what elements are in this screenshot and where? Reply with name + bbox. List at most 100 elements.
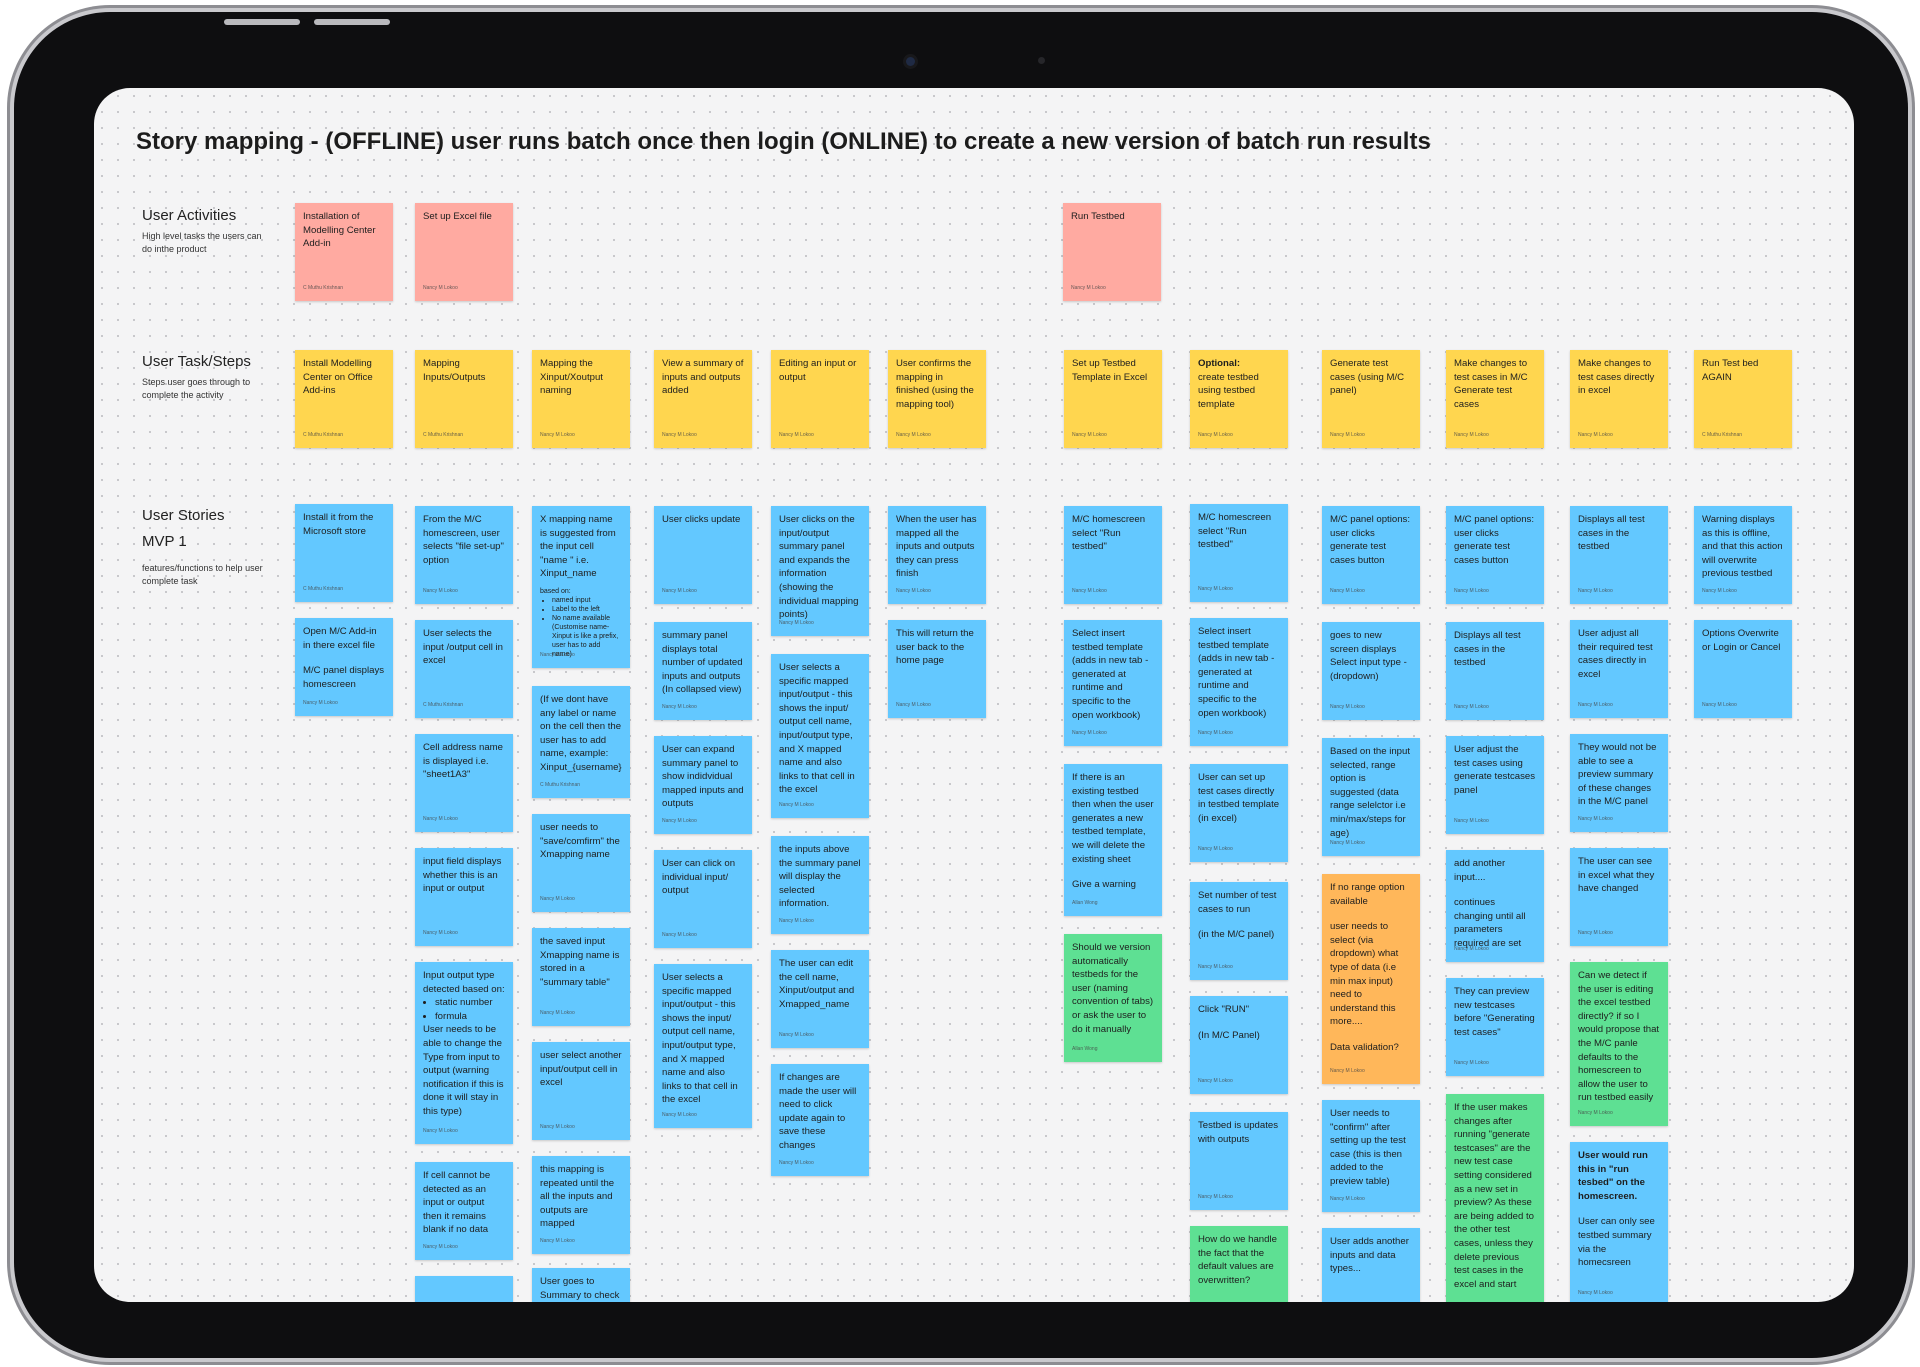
sticky-note-story[interactable]: When the user has mapped all the inputs … [888, 506, 986, 604]
sticky-note-task[interactable]: Optional: create testbed using testbed t… [1190, 350, 1288, 448]
sticky-note-story[interactable]: (If we dont have any label or name on th… [532, 686, 630, 798]
sticky-note-story[interactable]: User adjust the test cases using generat… [1446, 736, 1544, 834]
sticky-note-story[interactable]: the saved input Xmapping name is stored … [532, 928, 630, 1026]
note-text: add another input.... [1454, 858, 1506, 883]
sticky-note-story[interactable]: User would run this in "run tesbed" on t… [1570, 1142, 1668, 1302]
sticky-note-question[interactable]: Should we version automatically testbeds… [1064, 934, 1162, 1062]
sticky-note-story[interactable]: Warning displays as this is offline, and… [1694, 506, 1792, 604]
whiteboard-canvas[interactable]: Story mapping - (OFFLINE) user runs batc… [94, 88, 1854, 1302]
sticky-note-story[interactable]: User adds another inputs and data types.… [1322, 1228, 1420, 1302]
note-text: From the M/C homescreen, user selects "f… [423, 514, 504, 566]
sticky-note-task[interactable]: Mapping the Xinput/Xoutput naming Nancy … [532, 350, 630, 448]
sticky-note-story[interactable]: user select another input/output cell in… [532, 1042, 630, 1140]
note-text: X mapping name is suggested from the inp… [540, 514, 616, 580]
note-author: Nancy M Lokoo [1454, 1060, 1489, 1067]
sticky-note-story[interactable] [415, 1276, 513, 1302]
sticky-note-story[interactable]: Install it from the Microsoft store C Mu… [295, 504, 393, 602]
bullet-item: Label to the left [552, 605, 622, 614]
sticky-note-task[interactable]: Generate test cases (using M/C panel) Na… [1322, 350, 1420, 448]
sticky-note-story[interactable]: Input output type detected based on: sta… [415, 962, 513, 1144]
sticky-note-story[interactable]: User can set up test cases directly in t… [1190, 764, 1288, 862]
sticky-note-task[interactable]: Set up Testbed Template in Excel Nancy M… [1064, 350, 1162, 448]
sticky-note-story[interactable]: From the M/C homescreen, user selects "f… [415, 506, 513, 604]
sticky-note-story[interactable]: user needs to "save/comfirm" the Xmappin… [532, 814, 630, 912]
sticky-note-story[interactable]: input field displays whether this is an … [415, 848, 513, 946]
sticky-note-story[interactable]: This will return the user back to the ho… [888, 620, 986, 718]
note-text: Install it from the Microsoft store [303, 512, 374, 537]
sticky-note-story[interactable]: User clicks update Nancy M Lokoo [654, 506, 752, 604]
sticky-note-task[interactable]: Make changes to test cases in M/C Genera… [1446, 350, 1544, 448]
sticky-note-story[interactable]: add another input.... continues changing… [1446, 850, 1544, 962]
sticky-note-open-issue[interactable]: If no range option available user needs … [1322, 874, 1420, 1084]
sticky-note-story[interactable]: X mapping name is suggested from the inp… [532, 506, 630, 668]
sticky-note-story[interactable]: User selects the input /output cell in e… [415, 620, 513, 718]
sticky-note-story[interactable]: goes to new screen displays Select input… [1322, 622, 1420, 720]
sticky-note-task[interactable]: Run Test bed AGAIN C Muthu Krishnan [1694, 350, 1792, 448]
note-text: M/C panel options: user clicks generate … [1330, 514, 1410, 566]
sticky-note-task[interactable]: View a summary of inputs and outputs add… [654, 350, 752, 448]
note-author: Nancy M Lokoo [1330, 840, 1365, 847]
note-author: Nancy M Lokoo [540, 652, 575, 659]
sticky-note-task[interactable]: Make changes to test cases directly in e… [1570, 350, 1668, 448]
sticky-note-story[interactable]: User selects a specific mapped input/out… [654, 964, 752, 1128]
sticky-note-activity[interactable]: Installation of Modelling Center Add-in … [295, 203, 393, 301]
sticky-note-story[interactable]: M/C homescreen select "Run testbed" Nanc… [1190, 504, 1288, 602]
sticky-note-story[interactable]: The user can edit the cell name, Xinput/… [771, 950, 869, 1048]
sticky-note-story[interactable]: They would not be able to see a preview … [1570, 734, 1668, 832]
note-author: Nancy M Lokoo [1578, 1290, 1613, 1297]
note-text: user needs to "save/comfirm" the Xmappin… [540, 822, 620, 861]
sticky-note-story[interactable]: M/C homescreen select "Run testbed" Nanc… [1064, 506, 1162, 604]
sticky-note-activity[interactable]: Run Testbed Nancy M Lokoo [1063, 203, 1161, 301]
row-label-activities: User Activities High level tasks the use… [142, 206, 272, 256]
note-author: Nancy M Lokoo [1072, 730, 1107, 737]
sticky-note-story[interactable]: User can click on individual input/ outp… [654, 850, 752, 948]
sticky-note-story[interactable]: User selects a specific mapped input/out… [771, 654, 869, 818]
sticky-note-story[interactable]: Displays all test cases in the testbed N… [1570, 506, 1668, 604]
sticky-note-story[interactable]: User needs to "confirm" after setting up… [1322, 1100, 1420, 1212]
sticky-note-question[interactable]: How do we handle the fact that the defau… [1190, 1226, 1288, 1302]
note-author: C Muthu Krishnan [303, 285, 344, 292]
bullet-item: formula [435, 1010, 505, 1024]
sticky-note-story[interactable]: the inputs above the summary panel will … [771, 836, 869, 934]
sticky-note-story[interactable]: summary panel displays total number of u… [654, 622, 752, 720]
sticky-note-story[interactable]: If cell cannot be detected as an input o… [415, 1162, 513, 1260]
sticky-note-story[interactable]: If there is an existing testbed then whe… [1064, 764, 1162, 916]
sticky-note-task[interactable]: Mapping Inputs/Outputs C Muthu Krishnan [415, 350, 513, 448]
sticky-note-story[interactable]: M/C panel options: user clicks generate … [1446, 506, 1544, 604]
sticky-note-story[interactable]: User can expand summary panel to show in… [654, 736, 752, 834]
note-author: Nancy M Lokoo [1198, 586, 1233, 593]
sticky-note-story[interactable]: Based on the input selected, range optio… [1322, 738, 1420, 856]
sticky-note-story[interactable]: The user can see in excel what they have… [1570, 848, 1668, 946]
note-author: Nancy M Lokoo [1198, 432, 1233, 439]
sticky-note-story[interactable]: User clicks on the input/output summary … [771, 506, 869, 636]
sticky-note-task[interactable]: Editing an input or output Nancy M Lokoo [771, 350, 869, 448]
row-label-stories: User Stories MVP 1 features/functions to… [142, 506, 272, 588]
note-text: M/C homescreen select "Run testbed" [1072, 514, 1146, 553]
sticky-note-story[interactable]: They can preview new testcases before "G… [1446, 978, 1544, 1076]
sticky-note-story[interactable]: Select insert testbed template (adds in … [1190, 618, 1288, 746]
sticky-note-activity[interactable]: Set up Excel file Nancy M Lokoo [415, 203, 513, 301]
sticky-note-story[interactable]: Displays all test cases in the testbed N… [1446, 622, 1544, 720]
note-text: When the user has mapped all the inputs … [896, 514, 977, 580]
sticky-note-story[interactable]: Cell address name is displayed i.e. "she… [415, 734, 513, 832]
sticky-note-question[interactable]: If the user makes changes after running … [1446, 1094, 1544, 1302]
sticky-note-question[interactable]: Can we detect if the user is editing the… [1570, 962, 1668, 1126]
sticky-note-task[interactable]: Install Modelling Center on Office Add-i… [295, 350, 393, 448]
note-author: Nancy M Lokoo [662, 704, 697, 711]
sticky-note-story[interactable]: Options Overwrite or Login or Cancel Nan… [1694, 620, 1792, 718]
note-author: Nancy M Lokoo [896, 702, 931, 709]
sticky-note-story[interactable]: Click "RUN" (In M/C Panel) Nancy M Lokoo [1190, 996, 1288, 1094]
sticky-note-story[interactable]: Open M/C Add-in in there excel file M/C … [295, 618, 393, 716]
note-text: User selects a specific mapped input/out… [779, 662, 855, 796]
sticky-note-story[interactable]: Select insert testbed template (adds in … [1064, 620, 1162, 746]
sticky-note-story[interactable]: If changes are made the user will need t… [771, 1064, 869, 1176]
sticky-note-story[interactable]: Set number of test cases to run (in the … [1190, 882, 1288, 980]
sticky-note-task[interactable]: User confirms the mapping in finished (u… [888, 350, 986, 448]
sticky-note-story[interactable]: User goes to Summary to check [532, 1268, 630, 1302]
sticky-note-story[interactable]: this mapping is repeated until the all t… [532, 1156, 630, 1254]
sticky-note-story[interactable]: User adjust all their required test case… [1570, 620, 1668, 718]
sticky-note-story[interactable]: Testbed is updates with outputs Nancy M … [1190, 1112, 1288, 1210]
note-text: Displays all test cases in the testbed [1454, 630, 1521, 669]
note-text: They can preview new testcases before "G… [1454, 986, 1535, 1038]
sticky-note-story[interactable]: M/C panel options: user clicks generate … [1322, 506, 1420, 604]
